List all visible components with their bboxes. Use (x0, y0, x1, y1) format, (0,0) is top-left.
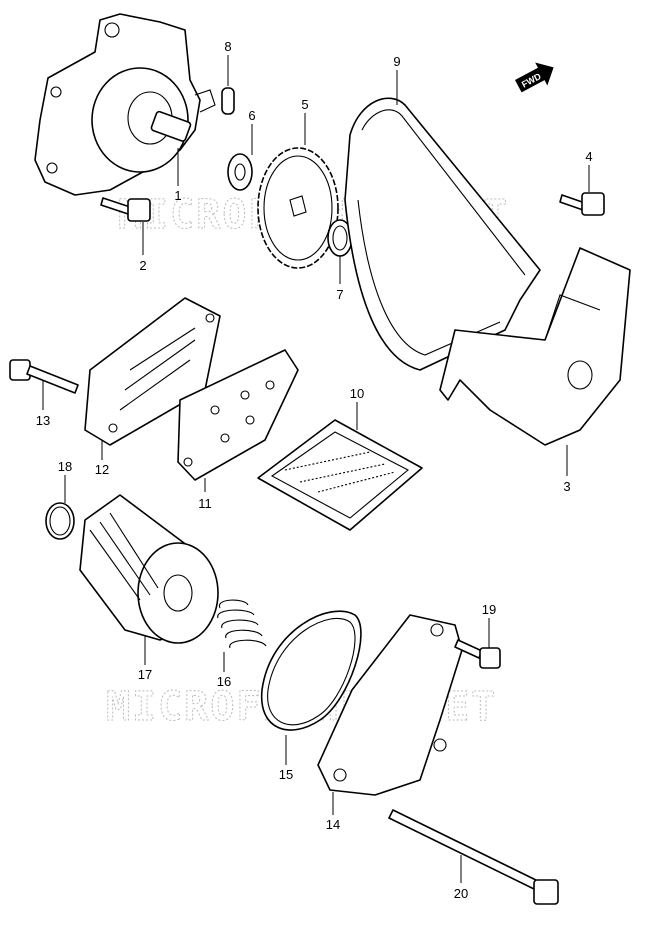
callout-2: 2 (139, 258, 146, 273)
oil-filter (79, 494, 219, 644)
drive-chain (344, 97, 541, 371)
callout-16: 16 (217, 674, 231, 689)
cap-long-bolt (388, 809, 559, 905)
callout-5: 5 (301, 97, 308, 112)
callout-18: 18 (58, 459, 72, 474)
filter-o-ring (45, 502, 75, 540)
washer (227, 153, 253, 191)
filter-spring (217, 599, 267, 649)
pump-bolt (100, 197, 151, 222)
cap-bolt (454, 639, 501, 669)
callout-11: 11 (198, 496, 212, 511)
callout-4: 4 (585, 149, 592, 164)
callout-17: 17 (138, 667, 152, 682)
callout-12: 12 (95, 462, 109, 477)
dowel-pin (221, 87, 235, 115)
sprocket (257, 147, 339, 269)
cover-bolt (9, 359, 79, 394)
oil-pump-body (34, 13, 216, 196)
fwd-arrow-icon: FWD (515, 62, 554, 93)
gasket (177, 349, 299, 481)
callout-15: 15 (279, 767, 293, 782)
callout-6: 6 (248, 108, 255, 123)
callout-labels: 1 2 3 4 5 6 7 8 9 10 11 12 13 14 15 16 1… (36, 39, 593, 901)
callout-19: 19 (482, 602, 496, 617)
cover-o-ring (260, 610, 362, 731)
callout-1: 1 (174, 188, 181, 203)
guide-bolt (559, 192, 605, 216)
callout-14: 14 (326, 817, 340, 832)
callout-7: 7 (336, 287, 343, 302)
callout-8: 8 (224, 39, 231, 54)
callout-3: 3 (563, 479, 570, 494)
callout-9: 9 (393, 54, 400, 69)
leader-lines (42, 55, 590, 883)
filter-cap (317, 614, 463, 796)
callout-13: 13 (36, 413, 50, 428)
chain-guide (439, 247, 631, 446)
oil-strainer (257, 419, 423, 531)
callout-10: 10 (350, 386, 364, 401)
callout-20: 20 (454, 886, 468, 901)
